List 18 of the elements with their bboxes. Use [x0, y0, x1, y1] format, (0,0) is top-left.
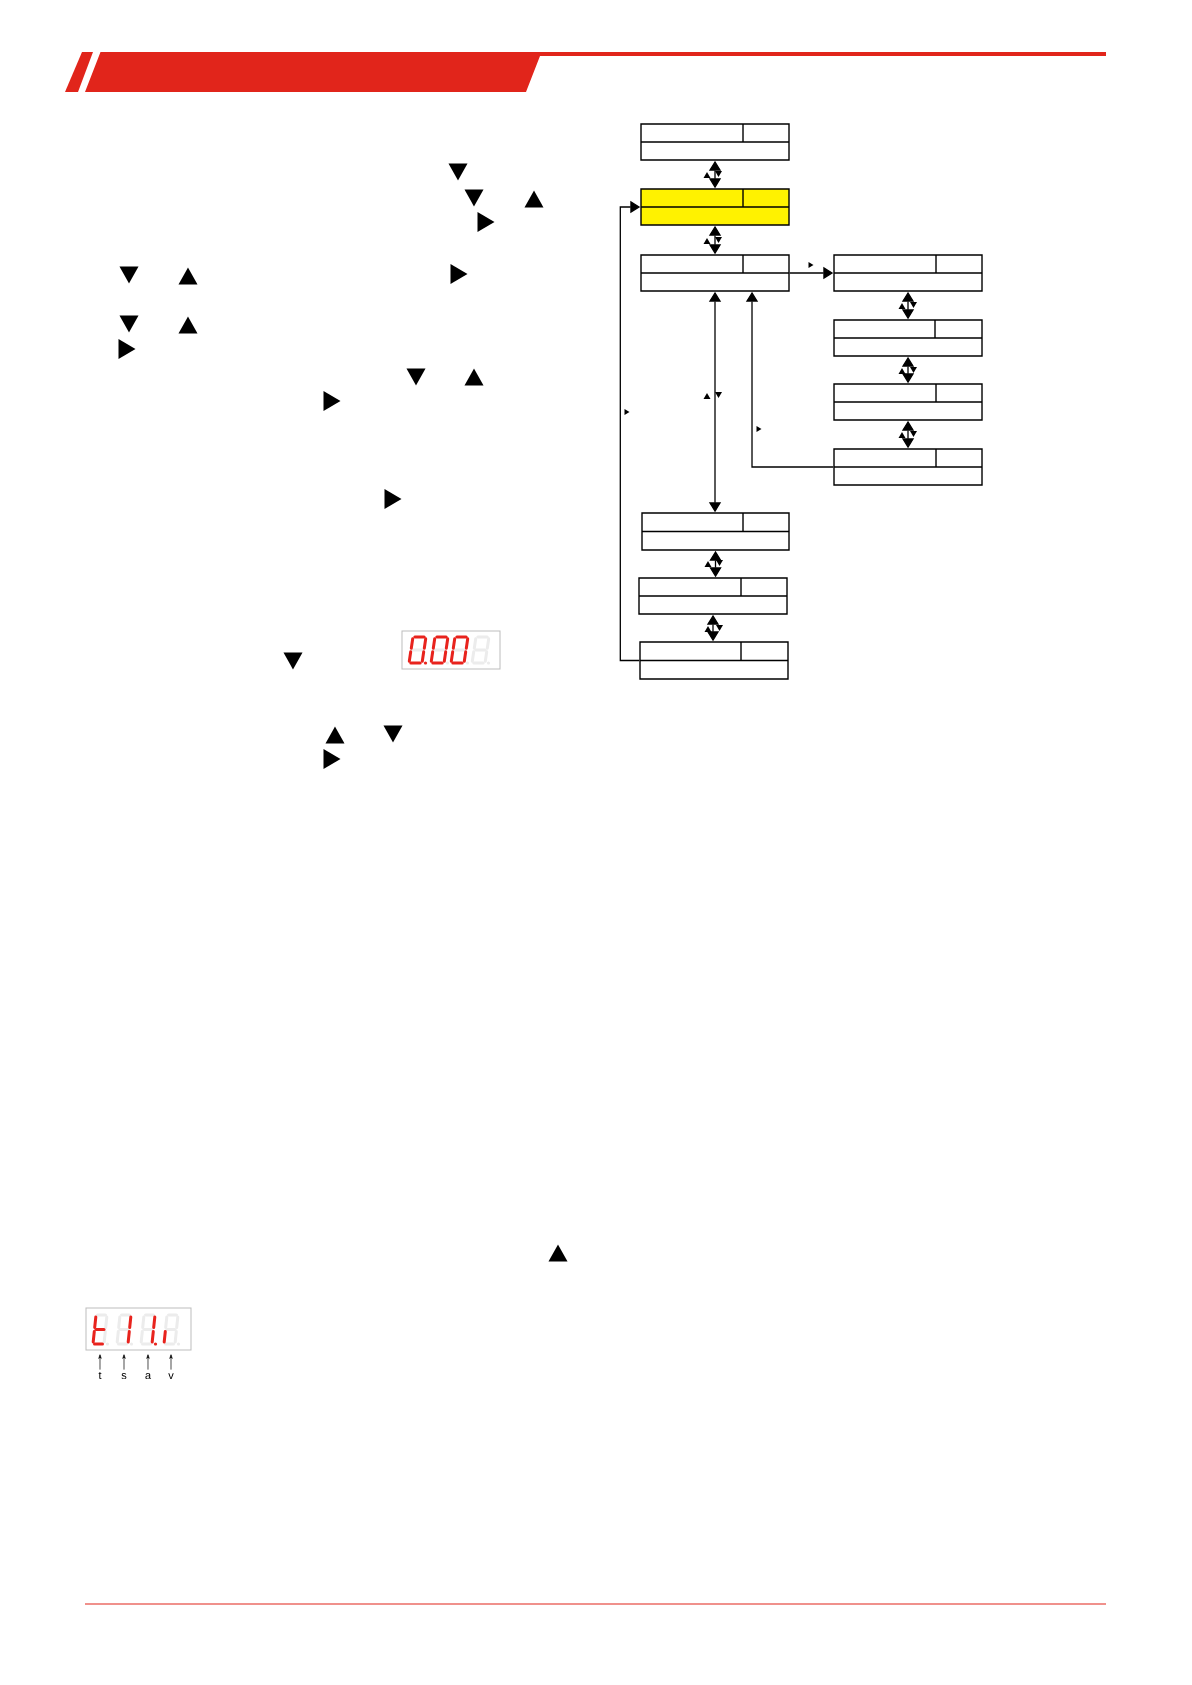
menu-box	[639, 641, 789, 680]
menu-box	[641, 512, 790, 551]
menu-box	[833, 383, 983, 421]
menu-box	[833, 254, 983, 292]
callout-letter: v	[168, 1373, 174, 1379]
leader-arrow	[98, 1354, 102, 1370]
callout-letter: a	[145, 1373, 152, 1380]
leader-arrow	[146, 1354, 150, 1370]
leader-arrow	[122, 1354, 126, 1370]
menu-box	[640, 188, 790, 226]
menu-box	[640, 123, 790, 161]
leader-arrow	[169, 1354, 173, 1370]
menu-box	[833, 319, 983, 357]
menu-box	[638, 577, 788, 615]
callout-letter: t	[98, 1371, 102, 1380]
callout-letter: s	[121, 1373, 127, 1380]
menu-box	[640, 254, 790, 292]
menu-box	[833, 448, 983, 486]
